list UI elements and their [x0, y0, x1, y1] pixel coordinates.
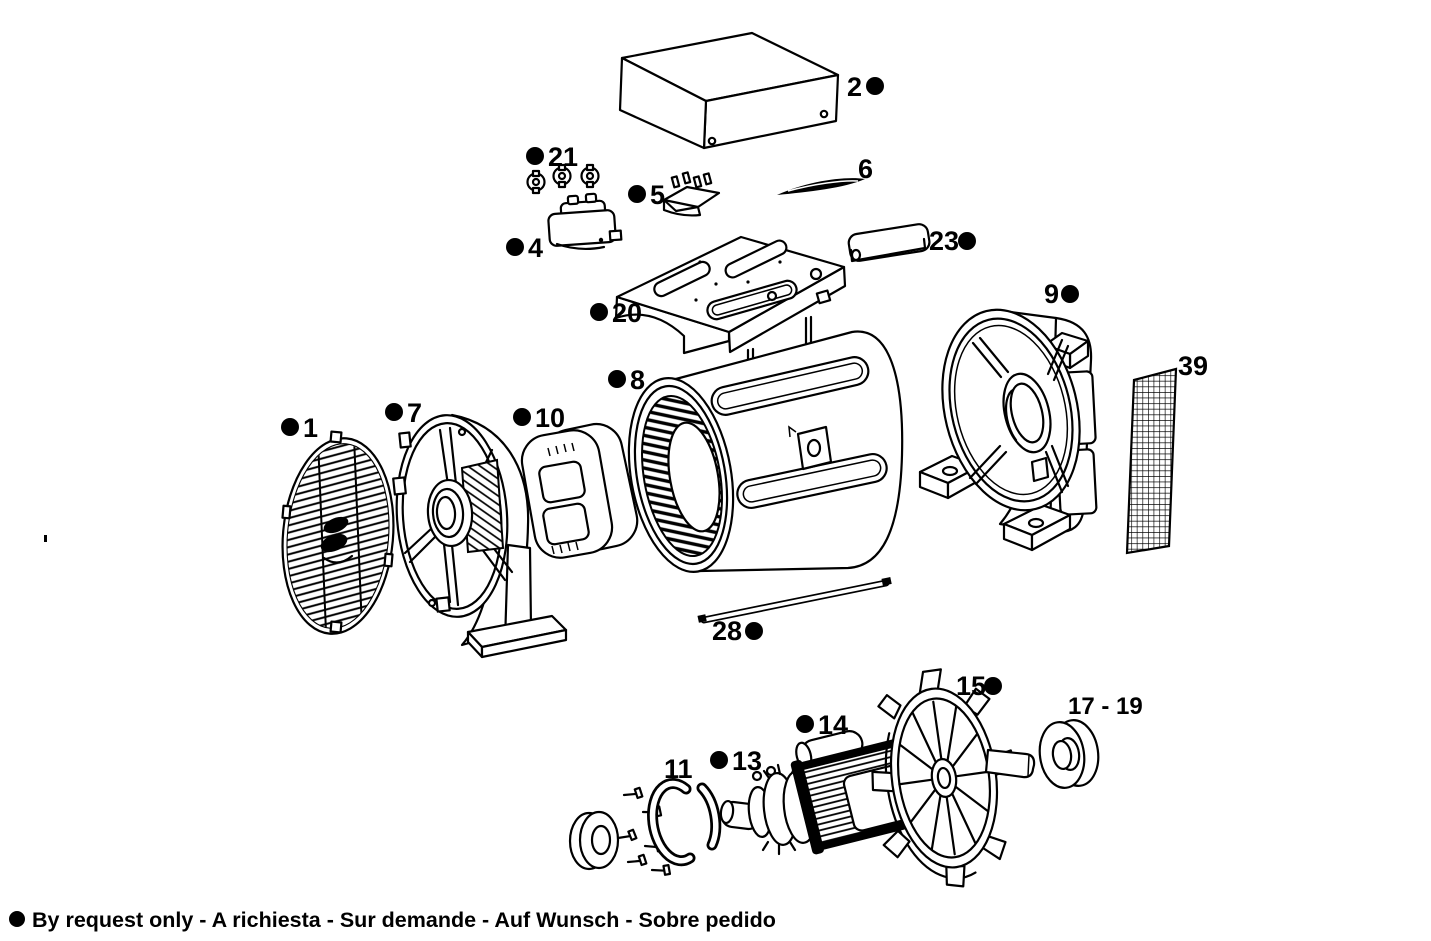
part-number: 8 — [630, 365, 645, 395]
nuts — [526, 163, 600, 195]
part-number: 4 — [528, 233, 543, 263]
part-label-15: 15 — [956, 671, 1002, 701]
fan-wheel — [871, 668, 1017, 888]
part-label-11: 11 — [664, 754, 693, 784]
by-request-dot — [9, 911, 25, 927]
shaft-stub — [984, 748, 1036, 779]
part-label-4: 4 — [506, 233, 543, 263]
part-label-23: 23 — [929, 226, 976, 256]
tie-rod — [697, 577, 892, 624]
by-request-dot — [866, 77, 884, 95]
part-number: 28 — [712, 616, 742, 646]
by-request-dot — [958, 232, 976, 250]
part-number: 10 — [535, 403, 565, 433]
part-label-14: 14 — [796, 710, 848, 740]
terminal-block — [662, 171, 721, 217]
part-label-17-19: 17 - 19 — [1068, 693, 1143, 720]
intake-grille — [280, 430, 396, 635]
by-request-dot — [608, 370, 626, 388]
part-label-9: 9 — [1044, 279, 1079, 309]
by-request-dot — [513, 408, 531, 426]
by-request-dot — [526, 147, 544, 165]
part-label-13: 13 — [710, 746, 762, 776]
footnote-legend: By request only - A richiesta - Sur dema… — [9, 908, 776, 932]
by-request-dot — [745, 622, 763, 640]
part-number: 1 — [303, 413, 318, 443]
part-number: 23 — [929, 226, 959, 256]
drive-end-bracket — [918, 308, 1098, 552]
cover-box — [618, 31, 840, 150]
part-number: 21 — [548, 142, 578, 172]
part-label-20: 20 — [590, 298, 642, 328]
by-request-dot — [590, 303, 608, 321]
part-number: 9 — [1044, 279, 1059, 309]
part-label-21: 21 — [526, 142, 578, 172]
footnote-text: By request only - A richiesta - Sur dema… — [32, 908, 776, 932]
by-request-dot — [281, 418, 299, 436]
part-number: 11 — [664, 754, 693, 784]
part-label-6: 6 — [858, 154, 873, 184]
part-number: 15 — [956, 671, 986, 701]
part-number: 2 — [847, 72, 862, 102]
by-request-dot — [1061, 285, 1079, 303]
part-label-1: 1 — [281, 413, 318, 443]
part-number: 39 — [1178, 351, 1208, 381]
circlip — [647, 778, 722, 867]
part-number: 20 — [612, 298, 642, 328]
part-label-8: 8 — [608, 365, 645, 395]
flat-cover — [847, 223, 931, 263]
part-label-2: 2 — [847, 72, 884, 102]
bearing — [1038, 719, 1100, 789]
pointer-vane — [777, 178, 865, 195]
part-label-10: 10 — [513, 403, 565, 433]
part-number: 13 — [732, 746, 762, 776]
part-number: 6 — [858, 154, 873, 184]
part-label-28: 28 — [712, 616, 763, 646]
component-block — [547, 192, 623, 251]
by-request-dot — [984, 677, 1002, 695]
part-label-39: 39 — [1178, 351, 1208, 381]
by-request-dot — [710, 751, 728, 769]
ink-speck — [44, 535, 47, 542]
part-number: 17 - 19 — [1068, 693, 1143, 720]
mesh-screen — [1125, 367, 1178, 555]
shroud-ring — [520, 422, 639, 559]
part-label-7: 7 — [385, 398, 422, 428]
part-number: 7 — [407, 398, 422, 428]
by-request-dot — [506, 238, 524, 256]
part-number: 14 — [818, 710, 848, 740]
part-number: 5 — [650, 180, 665, 210]
small-bearing — [568, 810, 620, 871]
by-request-dot — [628, 185, 646, 203]
by-request-dot — [796, 715, 814, 733]
by-request-dot — [385, 403, 403, 421]
stator-housing — [627, 330, 904, 574]
part-label-5: 5 — [628, 180, 665, 210]
end-shield — [392, 413, 568, 659]
